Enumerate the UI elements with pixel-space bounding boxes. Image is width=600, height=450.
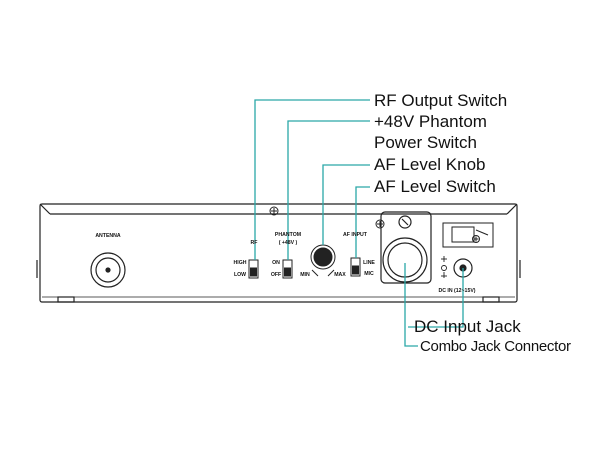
right-foot [482,296,500,303]
label-low: LOW [234,272,246,278]
label-max: MAX [334,272,346,278]
callout-phantom-line2: Power Switch [374,133,477,152]
callout-af-level-switch: AF Level Switch [374,177,496,196]
leader-lines [254,99,464,347]
panel-corner-tl [39,203,51,215]
screw-top [269,206,279,216]
leader-af-switch [355,186,370,258]
label-line: LINE [363,260,375,266]
af-level-knob[interactable] [310,244,336,277]
label-high: HIGH [234,260,247,266]
label-on: ON [272,260,280,266]
label-af-input: AF INPUT [343,232,368,238]
label-antenna: ANTENNA [95,233,121,239]
label-min: MIN [300,272,310,278]
leader-rf-output [254,99,370,260]
screw-right [375,219,385,229]
dc-polarity-icon [441,256,447,278]
callout-dc-input-jack: DC Input Jack [414,317,521,336]
phantom-power-switch[interactable] [282,259,293,279]
leader-af-knob [322,164,370,245]
callout-rf-output-switch: RF Output Switch [374,91,508,110]
knob-range-left [311,269,319,277]
cable-latch [442,222,494,248]
label-phantom: PHANTOM [275,232,301,238]
leader-combo-jack [404,263,418,347]
panel-corner-tr [506,203,518,215]
label-dc-in: DC IN (12~15V) [438,288,475,294]
leader-phantom [287,120,370,260]
left-foot [57,296,75,303]
label-off: OFF [271,272,281,278]
rf-output-switch[interactable] [248,259,259,279]
antenna-connector [90,252,126,288]
leader-dc-input [408,268,464,328]
combo-jack-connector[interactable] [380,211,432,284]
callout-combo-jack-connector: Combo Jack Connector [420,338,571,355]
label-mic: MIC [364,271,374,277]
callout-af-level-knob: AF Level Knob [374,155,486,174]
knob-range-right [327,269,335,277]
callout-phantom-line1: +48V Phantom [374,112,487,131]
label-phantom-sub: ( +48V ) [279,240,298,246]
panel-outline [39,203,518,303]
af-level-switch[interactable] [350,257,361,277]
label-rf: RF [251,240,258,246]
